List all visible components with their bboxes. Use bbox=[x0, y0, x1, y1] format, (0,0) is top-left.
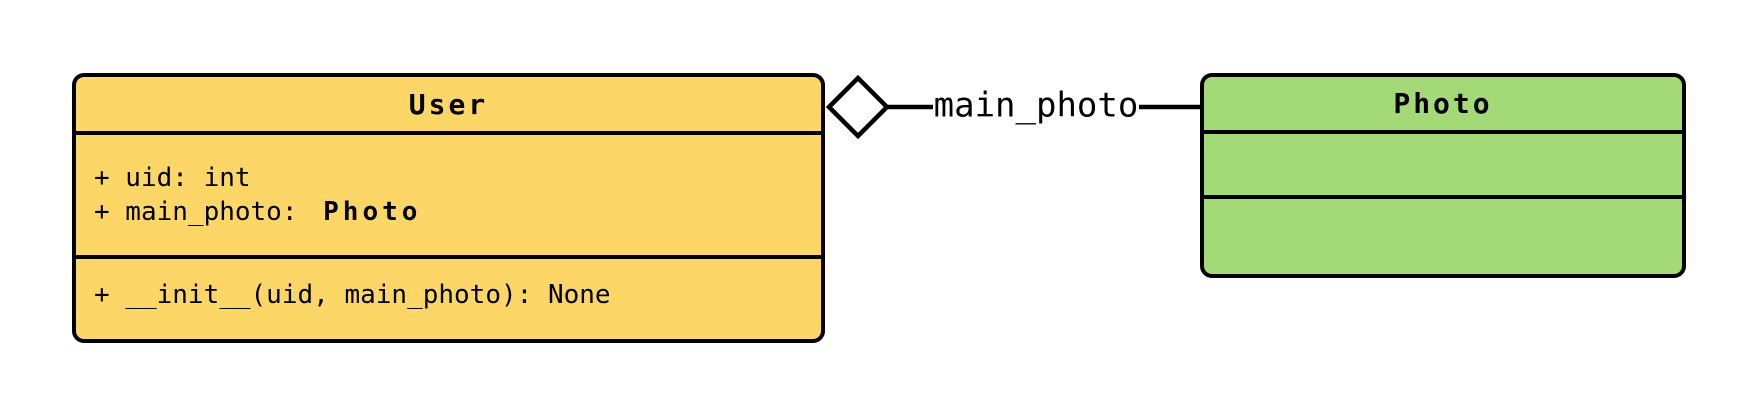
user-methods-compartment: + __init__(uid, main_photo): None bbox=[76, 259, 821, 331]
attribute-uid: + uid: int bbox=[94, 163, 251, 193]
photo-class-box: Photo bbox=[1200, 73, 1686, 278]
user-class-title: User bbox=[76, 77, 821, 135]
photo-class-title: Photo bbox=[1204, 77, 1682, 134]
user-class-box: User + uid: int + main_photo: Photo + __… bbox=[72, 73, 825, 343]
photo-methods-compartment bbox=[1204, 199, 1682, 267]
method-init: + __init__(uid, main_photo): None bbox=[94, 280, 611, 310]
relationship-label: main_photo bbox=[933, 85, 1139, 126]
user-attributes-compartment: + uid: int + main_photo: Photo bbox=[76, 135, 821, 259]
attribute-type-ref: Photo bbox=[323, 197, 422, 227]
attribute-main-photo: + main_photo: Photo bbox=[94, 197, 422, 227]
aggregation-diamond-icon bbox=[825, 74, 891, 140]
photo-attributes-compartment bbox=[1204, 134, 1682, 199]
